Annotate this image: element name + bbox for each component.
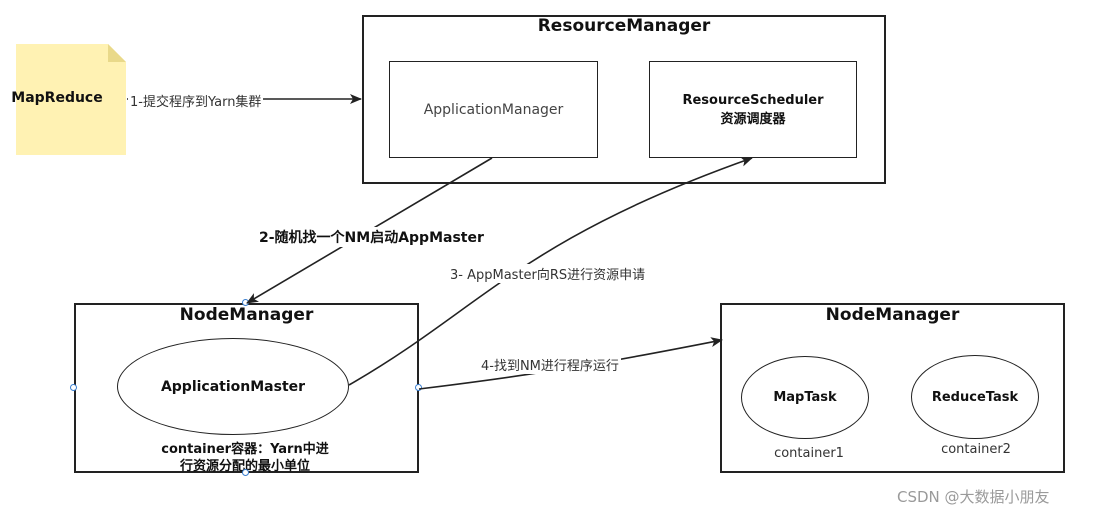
application-manager-box: ApplicationManager [389, 61, 598, 158]
reduce-task-ellipse: ReduceTask [911, 355, 1039, 439]
container2-label: container2 [941, 442, 1011, 457]
application-manager-label: ApplicationManager [423, 101, 564, 118]
step1-label: 1-提交程序到Yarn集群 [128, 91, 264, 110]
mapreduce-label: MapReduce [11, 90, 103, 106]
mapreduce-note [16, 44, 126, 155]
application-master-label: ApplicationMaster [160, 378, 306, 395]
watermark: CSDN @大数据小朋友 [897, 488, 1050, 506]
step2-label: 2-随机找一个NM启动AppMaster [257, 227, 486, 247]
node-manager-right-title: NodeManager [825, 305, 960, 325]
step4-label: 4-找到NM进行程序运行 [479, 355, 621, 374]
application-master-ellipse: ApplicationMaster [117, 338, 349, 435]
resource-scheduler-label: ResourceScheduler [682, 92, 824, 108]
container-desc-line2: 行资源分配的最小单位 [179, 459, 310, 474]
container1-label: container1 [774, 446, 844, 461]
step3-label: 3- AppMaster向RS进行资源申请 [448, 264, 648, 283]
selection-handle-left[interactable] [70, 384, 77, 391]
map-task-ellipse: MapTask [741, 356, 869, 439]
resource-scheduler-label-cn: 资源调度器 [720, 111, 786, 127]
selection-handle-bottom[interactable] [242, 469, 249, 476]
resource-manager-title: ResourceManager [537, 16, 711, 36]
map-task-label: MapTask [773, 390, 837, 405]
selection-handle-right[interactable] [415, 384, 422, 391]
node-manager-left-title: NodeManager [179, 305, 314, 325]
resource-scheduler-box: ResourceScheduler 资源调度器 [649, 61, 857, 158]
container-desc-line1: container容器：Yarn中进 [161, 442, 329, 457]
reduce-task-label: ReduceTask [931, 389, 1019, 405]
